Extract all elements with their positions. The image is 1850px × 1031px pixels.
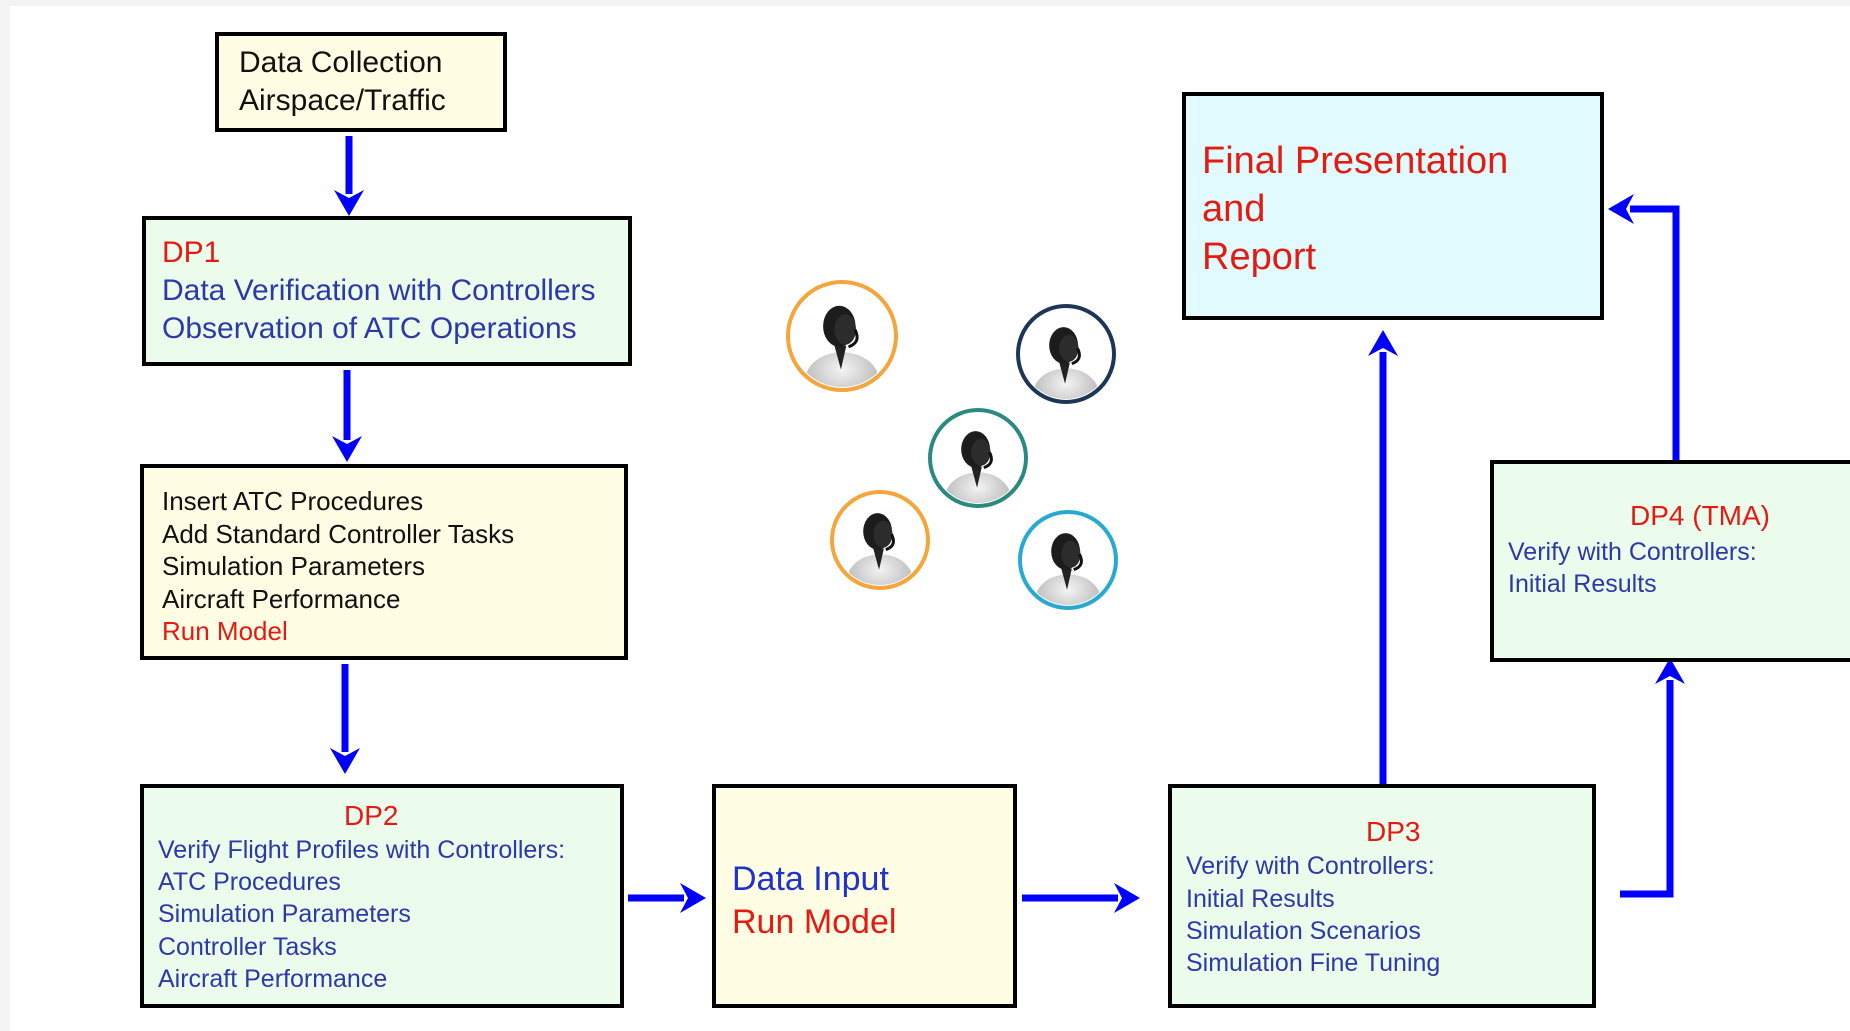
dp1-line-1: Data Verification with Controllers — [162, 274, 596, 307]
arrow-collection-to-dp1 — [334, 136, 364, 216]
dp1-box: DP1 Data Verification with Controllers O… — [142, 216, 632, 366]
data-collection-box: Data Collection Airspace/Traffic — [215, 32, 507, 132]
dp2-heading: DP2 — [344, 800, 399, 831]
data-input-run-model: Run Model — [732, 903, 897, 941]
dp2-line-5: Aircraft Performance — [158, 965, 388, 993]
dp3-heading: DP3 — [1366, 816, 1421, 847]
setup-line-1: Insert ATC Procedures — [162, 486, 424, 516]
dp4-line-2: Initial Results — [1508, 570, 1657, 598]
final-line-2: and — [1202, 188, 1266, 230]
controller-headset-icon — [928, 408, 1028, 508]
setup-line-2: Add Standard Controller Tasks — [162, 519, 515, 549]
dp4-box: DP4 (TMA) Verify with Controllers: Initi… — [1490, 460, 1850, 662]
controller-headset-icon — [1018, 510, 1118, 610]
arrow-dp3-to-dp4 — [1620, 658, 1685, 898]
controller-headset-icon — [786, 280, 898, 392]
dp1-heading: DP1 — [162, 236, 221, 269]
dp3-line-4: Simulation Fine Tuning — [1186, 949, 1441, 977]
dp3-box: DP3 Verify with Controllers: Initial Res… — [1168, 784, 1596, 1008]
controller-headset-icon — [1016, 304, 1116, 404]
dp2-line-1: Verify Flight Profiles with Controllers: — [158, 836, 566, 864]
dp1-line-2: Observation of ATC Operations — [162, 312, 577, 345]
dp2-line-2: ATC Procedures — [158, 868, 341, 896]
arrow-dp4-to-final — [1608, 194, 1680, 460]
data-collection-line-2: Airspace/Traffic — [239, 84, 446, 117]
dp4-heading: DP4 (TMA) — [1630, 500, 1770, 531]
dp3-line-2: Initial Results — [1186, 885, 1335, 913]
data-input-line: Data Input — [732, 860, 889, 898]
flow-arrows — [330, 136, 1685, 913]
final-line-3: Report — [1202, 236, 1317, 278]
controller-headset-icon — [830, 490, 930, 590]
final-report-box: Final Presentation and Report — [1182, 92, 1604, 320]
final-line-1: Final Presentation — [1202, 140, 1509, 182]
arrow-input-to-dp3 — [1022, 883, 1140, 913]
arrow-dp1-to-setup — [332, 370, 362, 462]
data-collection-line-1: Data Collection — [239, 46, 443, 79]
arrow-dp2-to-input — [628, 883, 706, 913]
setup-run-model: Run Model — [162, 616, 288, 646]
dp3-line-3: Simulation Scenarios — [1186, 917, 1421, 945]
dp2-line-3: Simulation Parameters — [158, 900, 411, 928]
dp3-line-1: Verify with Controllers: — [1186, 852, 1435, 880]
setup-line-3: Simulation Parameters — [162, 551, 425, 581]
dp4-line-1: Verify with Controllers: — [1508, 538, 1757, 566]
model-setup-box: Insert ATC Procedures Add Standard Contr… — [140, 464, 628, 660]
workflow-diagram: Data Collection Airspace/Traffic DP1 Dat… — [10, 6, 1850, 1031]
arrow-setup-to-dp2 — [330, 664, 360, 774]
dp2-line-4: Controller Tasks — [158, 933, 337, 961]
data-input-box: Data Input Run Model — [712, 784, 1017, 1008]
dp2-box: DP2 Verify Flight Profiles with Controll… — [140, 784, 624, 1008]
arrow-dp3-to-final — [1368, 330, 1398, 784]
setup-line-4: Aircraft Performance — [162, 584, 401, 614]
